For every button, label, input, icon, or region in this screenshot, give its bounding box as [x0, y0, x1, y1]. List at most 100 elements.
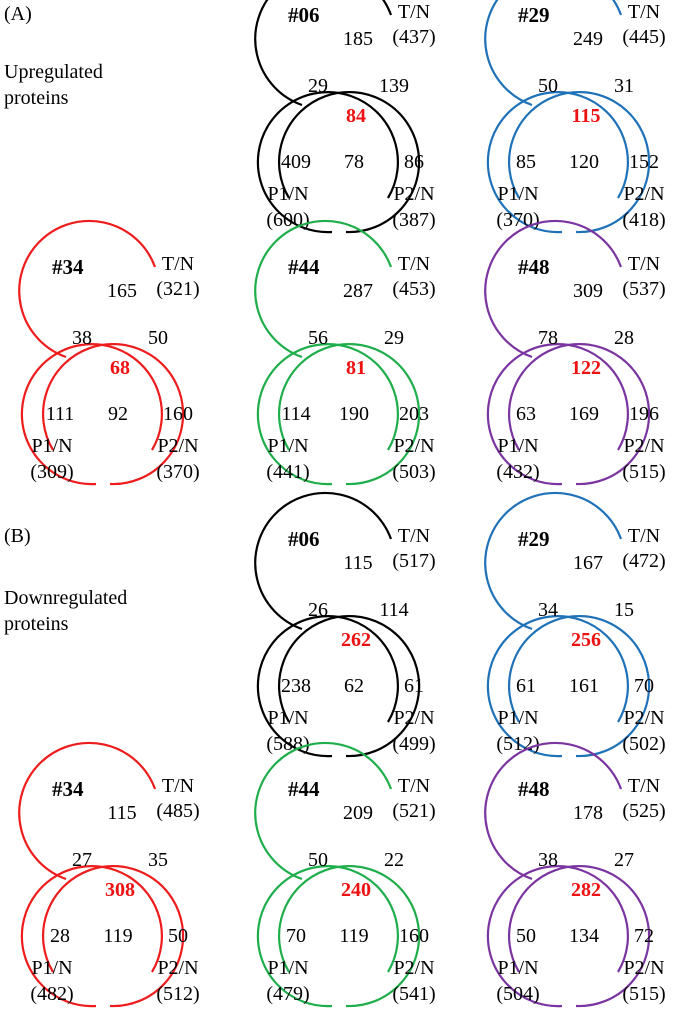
p2-only-count: 50 — [168, 925, 188, 947]
t-circle — [484, 741, 623, 881]
p2-total: (541) — [392, 983, 435, 1005]
t-p1-count: 29 — [308, 75, 328, 97]
p1-circle — [278, 91, 421, 234]
p1-only-count: 238 — [281, 675, 311, 697]
all-three-count: 240 — [341, 879, 371, 901]
diagram-id: #48 — [518, 255, 550, 279]
p1-total: (441) — [266, 461, 309, 483]
t-total: (437) — [392, 26, 435, 48]
p2-total: (499) — [392, 733, 435, 755]
p1-only-count: 85 — [516, 151, 536, 173]
t-p2-count: 15 — [614, 599, 634, 621]
panel-a-venn-2: #29 T/N (445) 249 50 31 115 85 120 152 P… — [466, 0, 676, 256]
p1-p2-count: 169 — [569, 403, 599, 425]
diagram-id: #29 — [518, 3, 550, 27]
diagram-id: #48 — [518, 777, 550, 801]
t-circle — [484, 0, 623, 107]
panel-a-venn-1: #06 T/N (437) 185 29 139 84 409 78 86 P1… — [236, 0, 446, 256]
t-p1-count: 38 — [538, 849, 558, 871]
t-p1-count: 27 — [72, 849, 92, 871]
t-p1-count: 56 — [308, 327, 328, 349]
t-label: T/N — [398, 775, 430, 797]
p1-label: P1/N — [267, 435, 308, 457]
t-p2-count: 28 — [614, 327, 634, 349]
p2-only-count: 160 — [399, 925, 429, 947]
t-only-count: 115 — [343, 552, 372, 574]
p1-total: (588) — [266, 733, 309, 755]
diagram-id: #44 — [288, 777, 320, 801]
panel-a-caption-line-1: Upregulated — [4, 61, 103, 83]
t-label: T/N — [398, 253, 430, 275]
p1-p2-count: 78 — [344, 151, 364, 173]
p2-only-count: 72 — [634, 925, 654, 947]
p2-only-count: 86 — [404, 151, 424, 173]
p2-circle — [256, 615, 399, 758]
t-label: T/N — [398, 1, 430, 23]
panel-a-tag: (A) — [4, 3, 32, 25]
p1-circle — [508, 343, 651, 486]
t-p2-count: 27 — [614, 849, 634, 871]
panel-b-venn-5: #48 T/N (525) 178 38 27 282 50 134 72 P1… — [466, 741, 676, 1030]
p1-circle — [42, 343, 185, 486]
t-p1-count: 26 — [308, 599, 328, 621]
p2-total: (515) — [622, 983, 665, 1005]
t-only-count: 178 — [573, 802, 603, 824]
p1-only-count: 50 — [516, 925, 536, 947]
t-total: (525) — [622, 800, 665, 822]
t-p1-count: 34 — [538, 599, 558, 621]
p1-total: (504) — [496, 983, 539, 1005]
panel-a-venn-3: #34 T/N (321) 165 38 50 68 111 92 160 P1… — [0, 219, 210, 508]
t-p2-count: 50 — [148, 327, 168, 349]
venn-svg: #06 T/N (517) 115 26 114 262 238 62 61 P… — [254, 491, 436, 758]
all-three-count: 256 — [571, 629, 601, 651]
p1-circle — [42, 865, 185, 1008]
t-total: (485) — [156, 800, 199, 822]
t-label: T/N — [398, 525, 430, 547]
t-p2-count: 114 — [379, 599, 408, 621]
t-p1-count: 78 — [538, 327, 558, 349]
p1-only-count: 111 — [46, 403, 75, 425]
p1-total: (600) — [266, 209, 309, 231]
p1-total: (479) — [266, 983, 309, 1005]
diagram-id: #34 — [52, 255, 84, 279]
p1-total: (432) — [496, 461, 539, 483]
p1-label: P1/N — [31, 435, 72, 457]
p2-only-count: 70 — [634, 675, 654, 697]
t-label: T/N — [628, 775, 660, 797]
p1-p2-count: 190 — [339, 403, 369, 425]
venn-svg: #06 T/N (437) 185 29 139 84 409 78 86 P1… — [254, 0, 436, 234]
all-three-count: 81 — [346, 357, 366, 379]
p2-circle — [486, 91, 629, 234]
t-label: T/N — [628, 253, 660, 275]
p2-only-count: 61 — [404, 675, 424, 697]
all-three-count: 68 — [110, 357, 130, 379]
t-total: (472) — [622, 550, 665, 572]
t-p1-count: 38 — [72, 327, 92, 349]
p2-total: (502) — [622, 733, 665, 755]
t-p2-count: 35 — [148, 849, 168, 871]
p1-p2-count: 120 — [569, 151, 599, 173]
p1-only-count: 61 — [516, 675, 536, 697]
venn-svg: #29 T/N (445) 249 50 31 115 85 120 152 P… — [484, 0, 666, 234]
p2-circle — [256, 343, 399, 486]
venn-svg: #48 T/N (525) 178 38 27 282 50 134 72 P1… — [484, 741, 666, 1008]
p2-circle — [486, 615, 629, 758]
p1-circle — [278, 865, 421, 1008]
t-total: (521) — [392, 800, 435, 822]
p2-total: (418) — [622, 209, 665, 231]
t-p1-count: 50 — [538, 75, 558, 97]
venn-svg: #44 T/N (453) 287 56 29 81 114 190 203 P… — [254, 219, 436, 486]
p2-label: P2/N — [157, 957, 198, 979]
p1-total: (482) — [30, 983, 73, 1005]
t-total: (517) — [392, 550, 435, 572]
venn-svg: #34 T/N (321) 165 38 50 68 111 92 160 P1… — [18, 219, 200, 486]
diagram-id: #06 — [288, 3, 320, 27]
p2-total: (515) — [622, 461, 665, 483]
panel-b-venn-2: #29 T/N (472) 167 34 15 256 61 161 70 P1… — [466, 491, 676, 780]
t-circle — [484, 219, 623, 359]
p1-p2-count: 92 — [108, 403, 128, 425]
p2-label: P2/N — [393, 435, 434, 457]
p1-label: P1/N — [497, 435, 538, 457]
p2-circle — [20, 343, 163, 486]
p2-only-count: 196 — [629, 403, 659, 425]
